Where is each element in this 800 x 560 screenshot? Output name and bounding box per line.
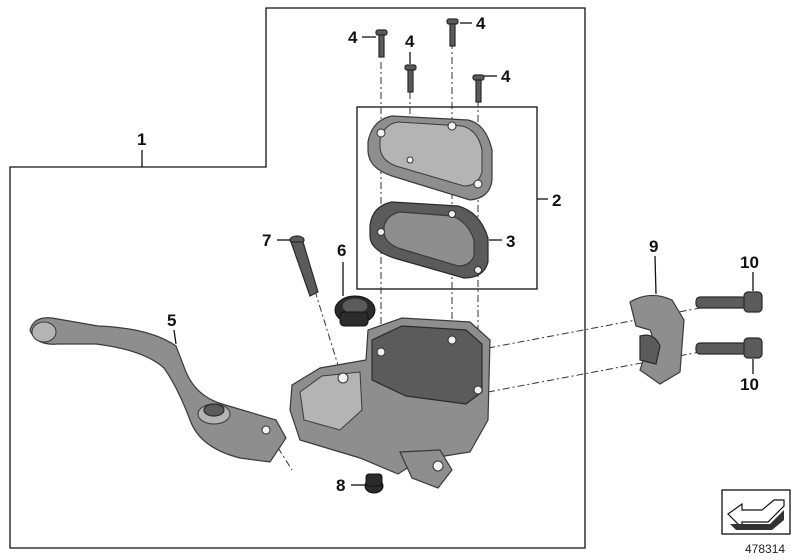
leader-lines [141, 22, 754, 486]
callout-9: 9 [649, 237, 658, 256]
assembly-frame-2 [356, 106, 538, 290]
screw-4b [446, 18, 459, 47]
reservoir-cover [367, 115, 493, 201]
bellows-boot [334, 295, 376, 327]
callout-4a: 4 [348, 28, 358, 47]
reference-number: 478314 [745, 542, 785, 556]
assembly-frame-1 [9, 7, 586, 549]
master-cylinder-housing [289, 317, 491, 489]
callout-3: 3 [506, 232, 515, 251]
callout-6: 6 [337, 241, 346, 260]
callout-4d: 4 [501, 67, 511, 86]
callout-4c: 4 [405, 32, 415, 51]
callout-1: 1 [137, 130, 146, 149]
callout-4b: 4 [476, 14, 486, 33]
orientation-symbol [721, 489, 791, 535]
callout-7: 7 [262, 231, 271, 250]
gasket [369, 201, 489, 279]
callout-10b: 10 [740, 375, 759, 394]
screw-4a [375, 29, 388, 58]
pivot-pin [289, 235, 319, 297]
bleed-cap [364, 473, 384, 494]
screw-4c [404, 64, 417, 93]
callout-8: 8 [336, 476, 345, 495]
orientation-arrow-icon [727, 499, 785, 530]
handlebar-clamp [629, 294, 685, 385]
callout-2: 2 [552, 191, 561, 210]
clamp-bolt-upper [695, 291, 763, 313]
clamp-bolt-lower [695, 337, 763, 359]
callout-10a: 10 [740, 253, 759, 272]
screw-4d [472, 74, 485, 103]
callout-5: 5 [167, 311, 176, 330]
brake-lever [29, 317, 287, 463]
